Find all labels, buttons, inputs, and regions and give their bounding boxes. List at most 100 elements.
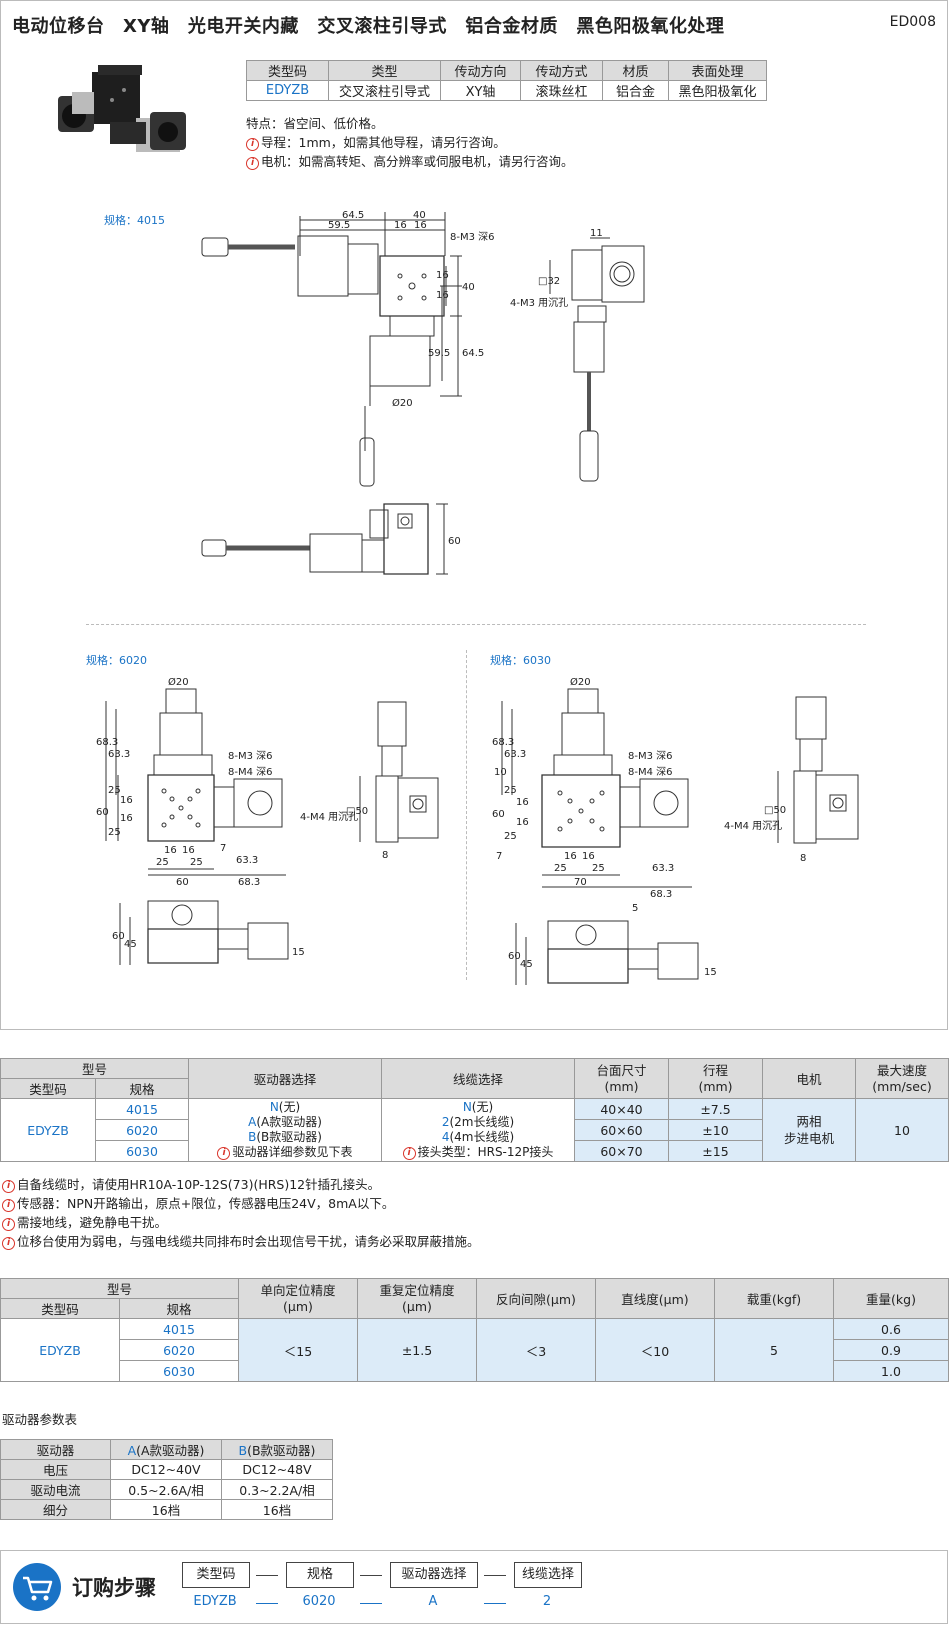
- driver-b-value: 0.3~2.2A/相: [221, 1479, 333, 1500]
- spec-label-4015: 规格：4015: [104, 214, 165, 227]
- dim-dia20: Ø20: [168, 676, 189, 688]
- dim-633h: 63.3: [236, 855, 258, 866]
- header-spec: 规格: [119, 1298, 239, 1319]
- drawing-4015-front: 60: [200, 500, 461, 590]
- drawing-6020-side: □50 4-M4 用沉孔 8: [300, 700, 440, 861]
- cart-icon: [13, 1563, 61, 1611]
- product-code: ED008: [889, 14, 936, 30]
- header-model: 型号: [0, 1278, 239, 1299]
- spec-cell: 6020: [95, 1119, 189, 1141]
- dim-sq50: □50: [346, 806, 368, 817]
- header-speed: 最大速度 (mm/sec): [855, 1058, 949, 1099]
- dim-60h: 60: [176, 877, 189, 888]
- load-cell: 5: [714, 1318, 834, 1382]
- size-cell: 60×70: [574, 1140, 669, 1162]
- stroke-cell: ±10: [668, 1119, 763, 1141]
- order-steps-panel: [0, 1550, 948, 1624]
- order-value-spec: 6020: [302, 1594, 336, 1609]
- motor-cell: 两相 步进电机: [762, 1098, 856, 1162]
- dim-45: 45: [520, 959, 533, 970]
- driver-b-value: 16档: [221, 1499, 333, 1520]
- dim-10: 10: [494, 767, 507, 778]
- header-driver-b: B(B款驱动器): [221, 1439, 333, 1460]
- summary-cell: XY轴: [440, 80, 521, 101]
- summary-cell: EDYZB: [246, 80, 329, 101]
- info-icon: i: [217, 1147, 231, 1160]
- value-connector: [256, 1603, 278, 1604]
- dim-15: 15: [292, 947, 305, 958]
- order-step-driver: 驱动器选择: [390, 1562, 478, 1588]
- stroke-cell: ±7.5: [668, 1098, 763, 1120]
- dim-645: 64.5: [342, 210, 364, 221]
- info-icon: i: [246, 138, 259, 151]
- dim-633h: 63.3: [652, 863, 674, 874]
- performance-table: 型号 单向定位精度 (μm) 重复定位精度 (μm) 反向间隙(μm) 直线度(…: [0, 1278, 949, 1382]
- order-value-type: EDYZB: [193, 1594, 237, 1609]
- order-title: 订购步骤: [72, 1576, 156, 1600]
- drawing-6020-front: 60 45 15: [112, 895, 305, 975]
- header-straightness: 直线度(μm): [595, 1278, 715, 1319]
- dim-60v: 60: [508, 951, 521, 962]
- hole-callout-m4: 8-M4 深6: [628, 766, 673, 778]
- header-backlash: 反向间隙(μm): [476, 1278, 596, 1319]
- dim-70: 70: [574, 877, 587, 888]
- speed-cell: 10: [855, 1098, 949, 1162]
- dim-595v: 59.5: [428, 348, 450, 359]
- dim-683h: 68.3: [650, 889, 672, 900]
- header-motor: 电机: [762, 1058, 856, 1099]
- dim-25: 25: [554, 863, 567, 874]
- header-spec: 规格: [95, 1078, 189, 1099]
- header-driver-a: A(A款驱动器): [110, 1439, 222, 1460]
- weight-cell: 0.6: [833, 1318, 949, 1340]
- step-connector: [484, 1575, 506, 1576]
- header-type: 类型码: [0, 1298, 120, 1319]
- drawing-6020-top: Ø20 68.3 63.3 8-M3 深6 8-M4 深6 60 25 25 1…: [96, 676, 296, 888]
- dim-633: 63.3: [108, 749, 130, 760]
- dim-7: 7: [220, 843, 226, 854]
- header-stroke: 行程 (mm): [668, 1058, 763, 1099]
- info-icon: i: [246, 157, 259, 170]
- dim-25: 25: [504, 831, 517, 842]
- dim-16v: 16: [436, 270, 449, 281]
- dim-11: 11: [590, 228, 603, 239]
- dim-25: 25: [108, 785, 121, 796]
- unidirectional-cell: ＜15: [238, 1318, 358, 1382]
- step-connector: [256, 1575, 278, 1576]
- order-value-cable: 2: [542, 1594, 552, 1609]
- dim-16: 16: [182, 845, 195, 856]
- info-icon: i: [402, 1147, 416, 1160]
- dim-25: 25: [108, 827, 121, 838]
- hole-callout-m3: 8-M3 深6: [228, 750, 273, 762]
- info-icon: i: [2, 1218, 15, 1231]
- drawing-6030-front: 60 45 15: [508, 915, 717, 995]
- dim-16: 16: [582, 851, 595, 862]
- summary-cell: 铝合金: [602, 80, 669, 101]
- drawing-4015-top: 64.5 40 59.5 16 16 8-M3 深6 40 16 16 59.5…: [200, 210, 495, 501]
- summary-header: 类型码: [246, 60, 329, 81]
- row-label: 电压: [0, 1459, 111, 1480]
- dim-25: 25: [592, 863, 605, 874]
- type-code-cell: EDYZB: [0, 1098, 96, 1162]
- weight-cell: 0.9: [833, 1339, 949, 1361]
- counterbore-callout: 4-M3 用沉孔: [510, 296, 568, 309]
- summary-cell: 交叉滚柱引导式: [328, 80, 441, 101]
- dim-60: 60: [492, 809, 505, 820]
- info-icon: i: [2, 1237, 15, 1250]
- dim-683: 68.3: [492, 737, 514, 748]
- dim-45: 45: [124, 939, 137, 950]
- dim-60v: 60: [112, 931, 125, 942]
- spec-label-6030: 规格：6030: [490, 654, 551, 667]
- summary-header: 传动方向: [440, 60, 521, 81]
- dim-8: 8: [800, 853, 806, 864]
- order-step-spec: 规格: [286, 1562, 354, 1588]
- driver-b-value: DC12~48V: [221, 1459, 333, 1480]
- summary-header: 材质: [602, 60, 669, 81]
- dim-16: 16: [394, 220, 407, 231]
- driver-table-title: 驱动器参数表: [2, 1412, 78, 1427]
- hole-callout-m4: 8-M4 深6: [228, 766, 273, 778]
- dim-16: 16: [164, 845, 177, 856]
